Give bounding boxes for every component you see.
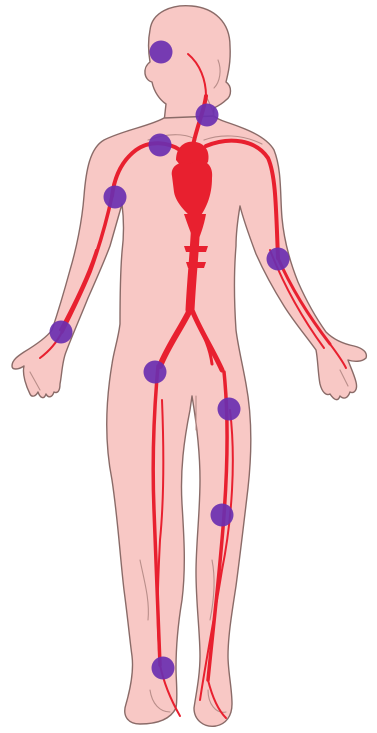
body-silhouette: [12, 6, 366, 727]
brachial-pulse-right: [104, 186, 127, 209]
femoral-thigh-pulse: [218, 398, 241, 421]
popliteal-pulse: [211, 504, 234, 527]
brachial-pulse-left: [267, 248, 290, 271]
mesenteric-branches: [186, 262, 206, 268]
radial-pulse: [50, 321, 73, 344]
femoral-pulse: [144, 361, 167, 384]
head: [145, 6, 231, 122]
dorsalis-pedis-pulse: [152, 657, 175, 680]
renal-branches: [184, 246, 208, 252]
carotid-pulse: [196, 104, 219, 127]
temporal-pulse: [150, 41, 173, 64]
apical-subclavian-pulse: [149, 134, 172, 157]
